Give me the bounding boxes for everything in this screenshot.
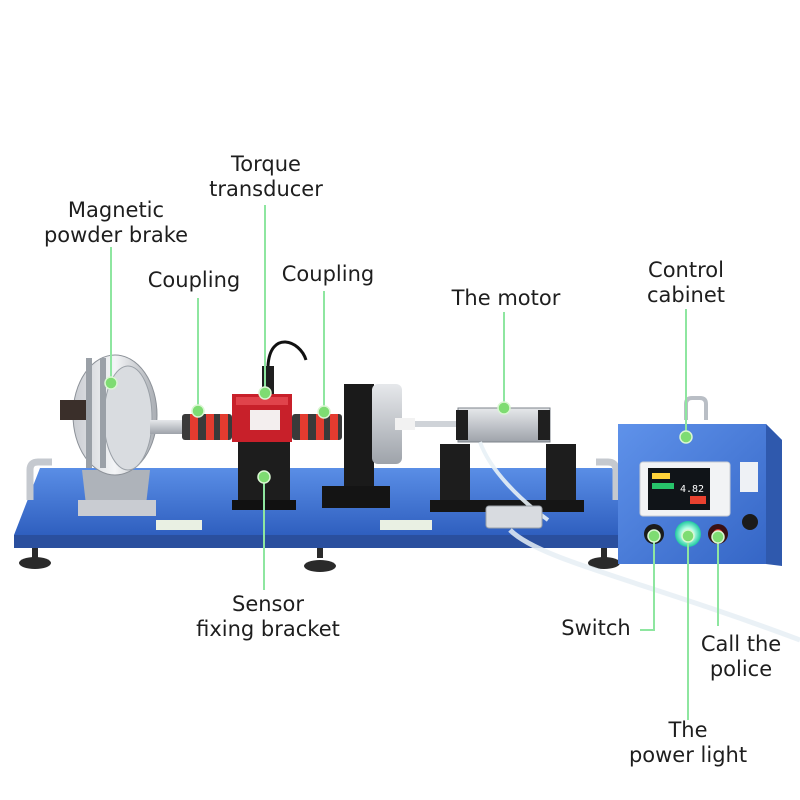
callout-line-1: Switch <box>561 616 631 640</box>
callout-the-motor: The motor <box>434 286 578 311</box>
callout-the-power-light: The power light <box>616 718 760 768</box>
callout-dot-icon <box>711 530 725 544</box>
callout-line-2: powder brake <box>43 223 189 247</box>
callout-dot-icon <box>317 405 331 419</box>
coupling-left <box>182 414 232 440</box>
callout-torque-transducer: Torque transducer <box>196 152 336 202</box>
callout-dots <box>104 376 725 544</box>
callout-dot-icon <box>679 430 693 444</box>
callout-line-1: Magnetic <box>67 198 165 222</box>
callout-call-the-police: Call the police <box>686 632 796 682</box>
control-cabinet: 4.82 <box>618 396 782 566</box>
callout-line-1: The motor <box>451 286 561 310</box>
callout-dot-icon <box>647 529 661 543</box>
callout-coupling-left: Coupling <box>134 268 254 293</box>
coupling-right <box>292 414 342 440</box>
motor <box>430 407 800 643</box>
callout-leaders <box>110 205 719 720</box>
leveling-feet <box>19 548 620 572</box>
magnetic-powder-brake <box>60 354 185 516</box>
callout-dot-icon <box>258 386 272 400</box>
callout-dot-icon <box>104 376 118 390</box>
callout-sensor-fixing-bracket: Sensor fixing bracket <box>180 592 356 642</box>
shaft-support-bracket <box>322 384 465 508</box>
callout-switch: Switch <box>550 616 642 641</box>
callout-dot-icon <box>257 470 271 484</box>
callout-line-1: Torque <box>231 152 301 176</box>
callout-line-1: Sensor <box>232 592 304 616</box>
callout-line-2: cabinet <box>646 283 726 307</box>
callout-line-2: fixing bracket <box>196 617 340 641</box>
callout-control-cabinet: Control cabinet <box>624 258 748 308</box>
display-readout: 4.82 <box>680 484 704 495</box>
callout-line-1: Coupling <box>147 268 241 292</box>
callout-line-1: The <box>668 718 708 742</box>
callout-line-1: Control <box>648 258 724 282</box>
callout-line-2: police <box>709 657 773 681</box>
callout-line-1: Call the <box>700 632 782 656</box>
callout-line-2: power light <box>628 743 748 767</box>
callout-dot-icon <box>497 401 511 415</box>
callout-line-1: Coupling <box>281 262 375 286</box>
callout-line-2: transducer <box>209 177 323 201</box>
callout-dot-icon <box>191 404 205 418</box>
callout-coupling-right: Coupling <box>268 262 388 287</box>
callout-dot-icon <box>681 529 695 543</box>
callout-magnetic-powder-brake: Magnetic powder brake <box>30 198 202 248</box>
